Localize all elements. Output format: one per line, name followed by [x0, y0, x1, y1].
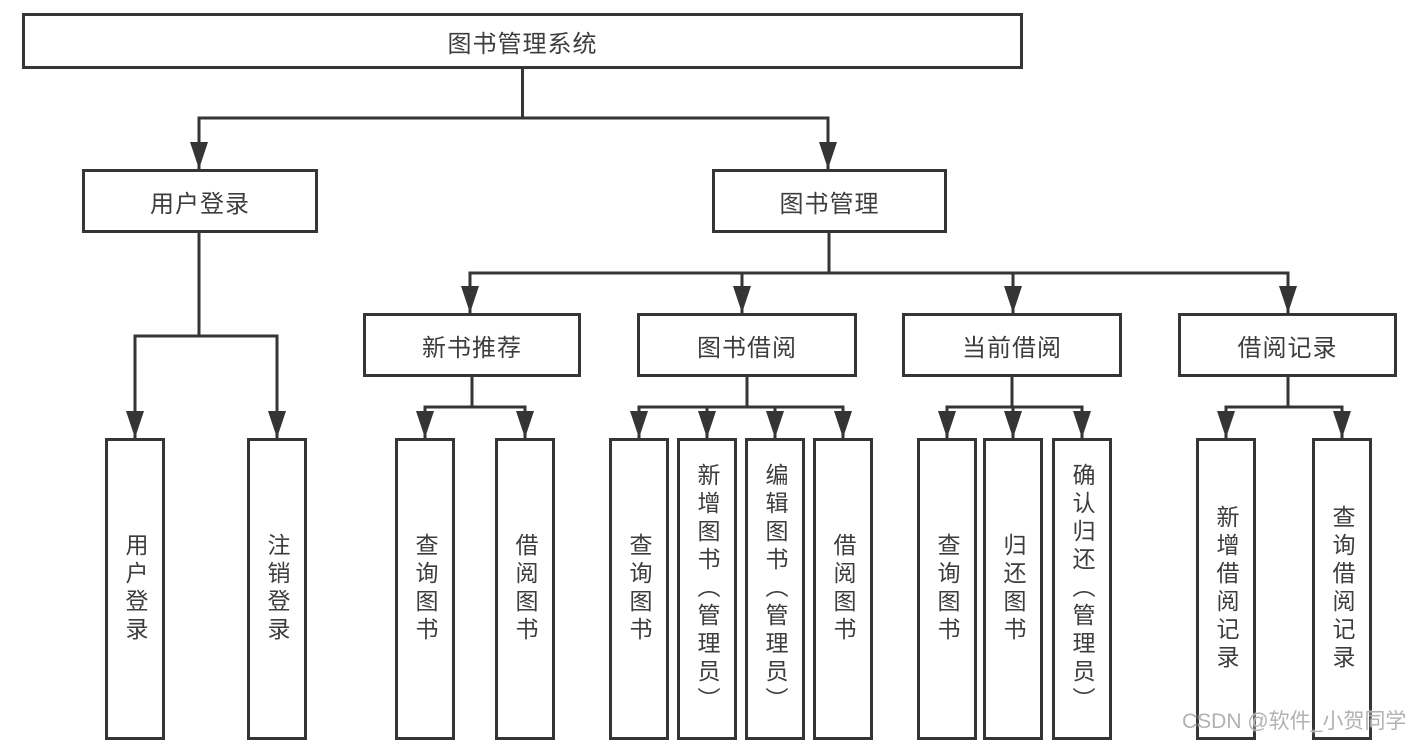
leaf-query-books-borrowing-label: 查询图书	[626, 533, 652, 645]
leaf-logout: 注销登录	[247, 438, 307, 740]
connector-book-management	[461, 231, 1297, 315]
connector-root	[190, 67, 837, 171]
leaf-query-borrow-record-label: 查询借阅记录	[1329, 505, 1355, 673]
leaf-query-books-current-label: 查询图书	[934, 533, 960, 645]
node-book-management: 图书管理	[712, 169, 947, 233]
node-new-book-recommendation: 新书推荐	[363, 313, 581, 377]
leaf-confirm-return-admin: 确认归还（管理员）	[1052, 438, 1112, 740]
leaf-query-borrow-record: 查询借阅记录	[1312, 438, 1372, 740]
leaf-return-books-label: 归还图书	[1000, 533, 1026, 645]
leaf-borrow-books-recommend: 借阅图书	[495, 438, 555, 740]
leaf-user-login: 用户登录	[105, 438, 165, 740]
node-library-management-system: 图书管理系统	[22, 13, 1023, 69]
leaf-query-books-borrowing: 查询图书	[609, 438, 669, 740]
node-book-borrowing: 图书借阅	[637, 313, 857, 377]
csdn-watermark: CSDN @软件_小贺同学	[1182, 710, 1405, 733]
leaf-edit-book-admin-label: 编辑图书（管理员）	[762, 463, 788, 715]
leaf-add-borrow-record-label: 新增借阅记录	[1213, 505, 1239, 673]
leaf-add-book-admin: 新增图书（管理员）	[677, 438, 737, 740]
leaf-borrow-books-label: 借阅图书	[830, 533, 856, 645]
node-borrowing-records: 借阅记录	[1178, 313, 1397, 377]
leaf-borrow-books-recommend-label: 借阅图书	[512, 533, 538, 645]
leaf-edit-book-admin: 编辑图书（管理员）	[745, 438, 805, 740]
leaf-add-book-admin-label: 新增图书（管理员）	[694, 463, 720, 715]
connector-user-login	[126, 231, 286, 440]
connector-new-book-recommendation	[416, 375, 534, 440]
leaf-confirm-return-admin-label: 确认归还（管理员）	[1069, 463, 1095, 715]
connector-current-borrowing	[938, 375, 1091, 440]
leaf-logout-label: 注销登录	[264, 533, 290, 645]
node-current-borrowing: 当前借阅	[902, 313, 1122, 377]
connector-borrowing-records	[1217, 375, 1351, 440]
leaf-borrow-books: 借阅图书	[813, 438, 873, 740]
leaf-query-books-recommend-label: 查询图书	[412, 533, 438, 645]
leaf-query-books-current: 查询图书	[917, 438, 977, 740]
node-user-login: 用户登录	[82, 169, 318, 233]
leaf-add-borrow-record: 新增借阅记录	[1196, 438, 1256, 740]
leaf-query-books-recommend: 查询图书	[395, 438, 455, 740]
leaf-user-login-label: 用户登录	[122, 533, 148, 645]
leaf-return-books: 归还图书	[983, 438, 1043, 740]
connector-book-borrowing	[630, 375, 852, 440]
